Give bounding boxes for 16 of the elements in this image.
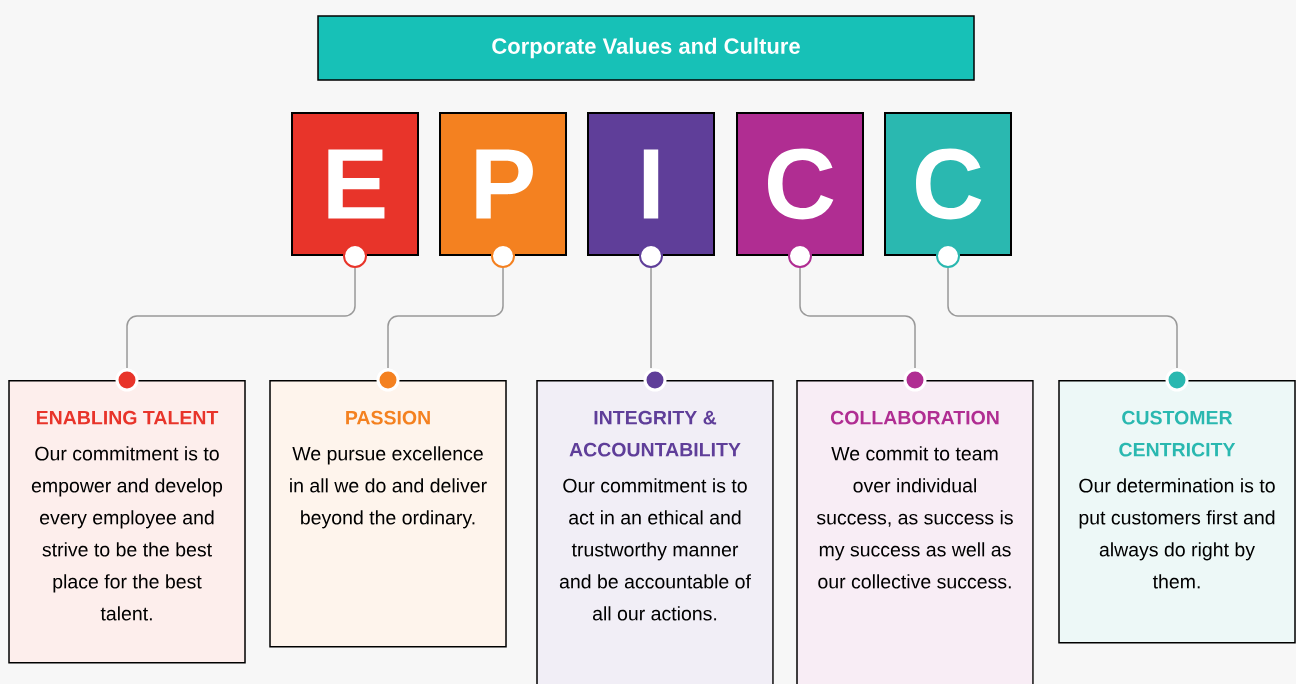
letter-box: C <box>884 112 1012 256</box>
letter-box: C <box>736 112 864 256</box>
value-card: CUSTOMER CENTRICITY Our determination is to put customers first and always do right by them. <box>1058 380 1296 644</box>
connector-line <box>799 267 916 369</box>
connector-line <box>947 267 1178 369</box>
letter-box: I <box>587 112 715 256</box>
title-banner: Corporate Values and Culture <box>317 15 975 81</box>
value-card: INTEGRITY & ACCOUNTABILITY Our commitment is to act in an ethical and trustworthy manner and be accountable of all our actions. <box>536 380 774 684</box>
connector-line <box>387 267 504 369</box>
letter-box: E <box>291 112 419 256</box>
connector-line <box>126 267 356 369</box>
value-card: ENABLING TALENT Our commitment is to empower and develop every employee and strive to be the best place for the best talent. <box>8 380 246 664</box>
letter-box: P <box>439 112 567 256</box>
value-card: COLLABORATION We commit to team over individual success, as success is my success as well as our collective success. <box>796 380 1034 684</box>
value-card: PASSION We pursue excellence in all we do and deliver beyond the ordinary. <box>269 380 507 648</box>
connector-line <box>650 267 652 369</box>
